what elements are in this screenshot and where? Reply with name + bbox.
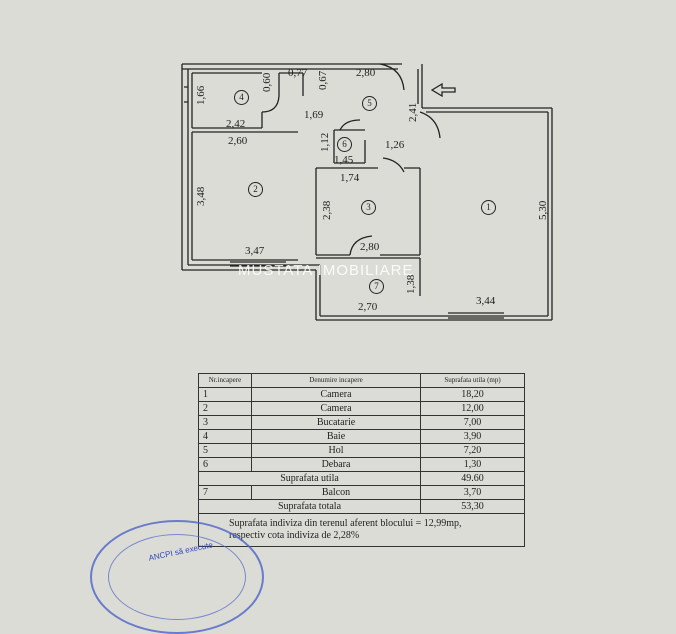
cell-nr: 3 [198, 415, 252, 430]
cell-nr: 5 [198, 443, 252, 458]
cell-area: 7,20 [420, 443, 525, 458]
room-number: 6 [337, 137, 352, 152]
cell-name: Debara [251, 457, 421, 472]
watermark: MUSTATA IMOBILIARE [238, 262, 414, 279]
room-number: 4 [234, 90, 249, 105]
note-line-1: Suprafata indiviza din terenul aferent b… [229, 518, 462, 529]
table-row: 4 Baie 3,90 [198, 429, 525, 444]
dim-label: 2,80 [360, 241, 380, 253]
subtotal-value: 49.60 [420, 471, 525, 486]
dim-label: 1,66 [195, 85, 207, 105]
dim-label: 0,77 [288, 67, 308, 79]
dim-label: 2,41 [407, 102, 419, 122]
dim-label: 2,80 [356, 67, 376, 79]
dim-label: 3,44 [476, 295, 496, 307]
cell-nr: 7 [198, 485, 252, 500]
dim-label: 0,67 [317, 70, 329, 90]
dim-label: 1,26 [385, 139, 405, 151]
room-number: 3 [361, 200, 376, 215]
note-cell: Suprafata indiviza din terenul aferent b… [198, 513, 525, 547]
note-line-2: respectiv cota indiviza de 2,28% [229, 530, 360, 541]
table-header-row: Nr.incapere Denumire incapere Suprafata … [198, 373, 525, 388]
dim-label: 3,48 [195, 186, 207, 206]
cell-area: 3,90 [420, 429, 525, 444]
cell-name: Baie [251, 429, 421, 444]
room-number: 7 [369, 279, 384, 294]
total-value: 53,30 [420, 499, 525, 514]
subtotal-label: Suprafata utila [198, 471, 421, 486]
dim-label: 1,12 [319, 132, 331, 152]
cell-area: 18,20 [420, 387, 525, 402]
entrance-arrow-icon [430, 82, 456, 98]
dim-label: 3,47 [245, 245, 265, 257]
header-nr: Nr.incapere [198, 373, 252, 388]
cell-area: 3,70 [420, 485, 525, 500]
table-row: 6 Debara 1,30 [198, 457, 525, 472]
total-label: Suprafata totala [198, 499, 421, 514]
cell-nr: 2 [198, 401, 252, 416]
dim-label: 2,38 [321, 200, 333, 220]
cell-name: Camera [251, 401, 421, 416]
table-row: 7 Balcon 3,70 [198, 485, 525, 500]
dim-label: 2,60 [228, 135, 248, 147]
cell-nr: 6 [198, 457, 252, 472]
dim-label: 0,60 [261, 72, 273, 92]
dim-label: 1,74 [340, 172, 360, 184]
table-row: 1 Camera 18,20 [198, 387, 525, 402]
note-row: Suprafata indiviza din terenul aferent b… [198, 513, 525, 547]
cell-area: 7,00 [420, 415, 525, 430]
room-area-table: Nr.incapere Denumire incapere Suprafata … [198, 373, 525, 547]
header-area: Suprafata utila (mp) [420, 373, 525, 388]
floor-plan [181, 63, 553, 321]
dim-label: 5,30 [537, 200, 549, 220]
room-number: 1 [481, 200, 496, 215]
cell-name: Bucatarie [251, 415, 421, 430]
dim-label: 1,45 [334, 154, 354, 166]
room-number: 5 [362, 96, 377, 111]
table-row: 5 Hol 7,20 [198, 443, 525, 458]
total-row: Suprafata totala 53,30 [198, 499, 525, 514]
subtotal-row: Suprafata utila 49.60 [198, 471, 525, 486]
cell-nr: 4 [198, 429, 252, 444]
dim-label: 2,70 [358, 301, 378, 313]
cell-area: 12,00 [420, 401, 525, 416]
table-row: 2 Camera 12,00 [198, 401, 525, 416]
cell-name: Balcon [251, 485, 421, 500]
cell-name: Camera [251, 387, 421, 402]
header-name: Denumire incapere [251, 373, 421, 388]
dim-label: 2,42 [226, 118, 246, 130]
dim-label: 1,69 [304, 109, 324, 121]
room-number: 2 [248, 182, 263, 197]
cell-name: Hol [251, 443, 421, 458]
cell-nr: 1 [198, 387, 252, 402]
table-row: 3 Bucatarie 7,00 [198, 415, 525, 430]
cell-area: 1,30 [420, 457, 525, 472]
